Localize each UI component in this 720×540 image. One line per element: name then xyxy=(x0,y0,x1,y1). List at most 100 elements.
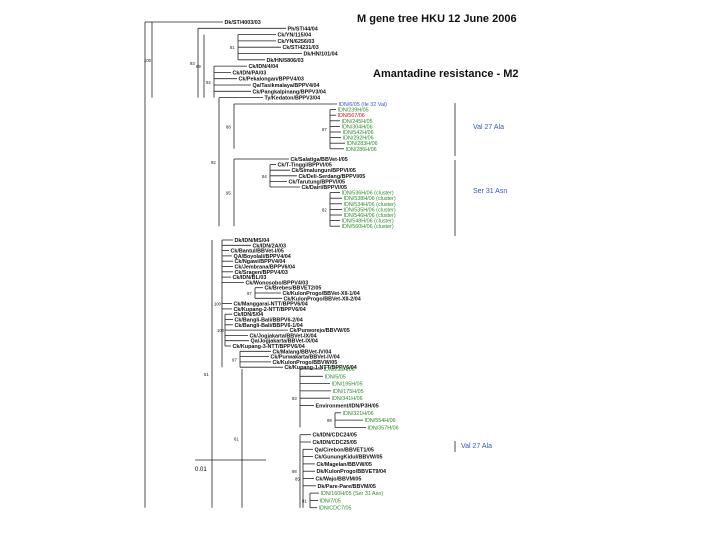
bootstrap-value: 92 xyxy=(211,160,216,165)
taxon-label: IDN/195H/05 xyxy=(332,382,363,388)
taxon-label: QA/Boyolali/BPPV4/04 xyxy=(234,254,291,260)
taxon-label: IDN/6/05 (Ile 32 Val) xyxy=(339,102,388,108)
taxon-label: Dk/Pare-Pare/BBVM/05 xyxy=(318,484,376,490)
taxon-label: Ck/KulonProgo/BBVet-XII-2/04 xyxy=(284,296,361,302)
taxon-label: Dk/HN/5806/03 xyxy=(267,58,304,64)
bootstrap-value: 88 xyxy=(226,124,231,129)
taxon-label: IDN/292H/06 xyxy=(343,136,374,142)
taxon-label: Ck/Wonosobo/BPPV4/03 xyxy=(246,280,309,286)
taxon-label: Ck/Sragen/BPPV4/03 xyxy=(235,270,288,276)
taxon-label: Ck/Bangli-Bali/BBPV6-2/04 xyxy=(235,318,303,324)
taxon-label: Environment/IDN/P3H/05 xyxy=(316,404,379,410)
taxon-label: Dk/HN/101/04 xyxy=(304,52,338,58)
bootstrap-value: 93 xyxy=(190,61,195,66)
taxon-label: Ck/Purworejo/BBVW/05 xyxy=(290,328,350,334)
taxon-label: IDN/341H/06 xyxy=(332,396,363,402)
taxon-label: Ck/ST/4231/03 xyxy=(283,45,319,51)
taxon-label: Ck/Pekalongan/BPPV4/03 xyxy=(239,77,304,83)
taxon-label: IDN/286H/06 xyxy=(346,147,377,153)
bootstrap-value: 83 xyxy=(292,396,297,401)
taxon-label: Ck/IDN/2A/03 xyxy=(253,243,287,249)
taxon-label: Ck/IDN/4/04 xyxy=(249,64,279,70)
taxon-label: Ck/Jembrana/BPPV6/04 xyxy=(235,265,296,271)
taxon-label: IDN/534H/06 (cluster) xyxy=(344,202,396,208)
taxon-label: Ck/YN/115/04 xyxy=(278,33,312,39)
taxon-label: Ck/Brebes/BBVET2/05 xyxy=(265,286,322,292)
taxon-label: IDN/245H/05 xyxy=(342,119,373,125)
taxon-label: IDN/567/06 xyxy=(338,113,365,119)
bootstrap-value: 98 xyxy=(292,469,297,474)
taxon-label: Ck/Salatiga/BBVet-I/05 xyxy=(291,157,348,163)
taxon-label: Dk/KulonProgo/BBVET9/04 xyxy=(317,469,387,475)
taxon-label: IDN/5/05 xyxy=(325,374,346,380)
taxon-label: Ck/IDN/BL/03 xyxy=(233,275,267,281)
taxon-label: Ck/Deli-Serdang/BPPVI/05 xyxy=(299,174,366,180)
bootstrap-value: 100 xyxy=(214,302,222,307)
taxon-label: Ck/GunungKidul/BBVW/05 xyxy=(315,455,383,461)
bootstrap-value: 85 xyxy=(295,477,300,482)
taxon-label: Ck/IDN/CDC24/05 xyxy=(313,433,357,439)
taxon-label: Ck/Kupang-2-NTT/BPPV6/04 xyxy=(234,307,306,313)
bootstrap-value: 89 xyxy=(196,64,201,69)
figure-subtitle: Amantadine resistance - M2 xyxy=(373,68,519,80)
figure-title: M gene tree HKU 12 June 2006 xyxy=(357,13,517,25)
taxon-label: IDN/554H/06 xyxy=(365,418,396,424)
bootstrap-value: 97 xyxy=(322,127,327,132)
taxon-label: Ck/IDN/CDC25/05 xyxy=(313,440,357,446)
taxon-label: Ck/IDN/5/04 xyxy=(234,312,264,318)
bootstrap-value: 97 xyxy=(247,291,252,296)
taxon-label: Ck/Dairi/BPPVI/05 xyxy=(302,185,348,191)
taxon-label: Ck/Tarutung/BPPVI/05 xyxy=(289,179,346,185)
taxon-label: Ck/Malang/BBVet-IV/04 xyxy=(273,349,332,355)
taxon-label: Ph/ST/44/04 xyxy=(288,26,318,32)
annotation-val27-top: Val 27 Ala xyxy=(473,124,505,131)
taxon-label: Ck/KulonProgo/BBVW/05 xyxy=(273,360,338,366)
taxon-label: Ck/Jogjakarta/BBVet-IX/04 xyxy=(250,333,317,339)
bootstrap-value: 61 xyxy=(234,436,239,441)
taxon-label: Ck/Purwakarta/BBVet-IV/04 xyxy=(271,355,340,361)
taxon-label: Dk/IDN/MS/04 xyxy=(235,238,270,244)
taxon-label: Ck/Ngawi/BPPV4/04 xyxy=(235,259,286,265)
bootstrap-value: 81 xyxy=(302,498,307,503)
taxon-label: Dk/ST/4003/03 xyxy=(225,20,261,26)
taxon-label: IDN/239H/05 xyxy=(338,108,369,114)
annotation-val27-bottom: Val 27 Ala xyxy=(461,443,493,450)
taxon-label: IDN/321H/06 xyxy=(343,411,374,417)
scale-bar-label: 0.01 xyxy=(195,467,207,473)
taxon-label: Ck/Kupang-1-NTT/BPPV6/04 xyxy=(285,365,357,371)
bootstrap-value: 99 xyxy=(327,418,332,423)
taxon-label: Ck/Magelan/BBVW/05 xyxy=(317,462,372,468)
taxon-label: IDN/304H/06 xyxy=(342,124,373,130)
taxon-label: Qa/Tasikmalaya/BPPV4/04 xyxy=(253,83,320,89)
taxon-label: IDN/536H/06 (cluster) xyxy=(342,191,394,197)
taxon-label: Ck/KulonProgo/BBVet-XII-1/04 xyxy=(283,291,360,297)
taxon-label: Ck/Pangkalpinang/BPPV3/04 xyxy=(253,89,326,95)
taxon-label: Ck/Manggarai-NTT/BPPV6/04 xyxy=(234,302,308,308)
taxon-label: IDN/160H/05 (Ser 31 Asn) xyxy=(321,491,384,497)
taxon-label: Ck/Kupang-3-NTT/BPPV6/04 xyxy=(233,344,305,350)
taxon-label: Ck/YN/6256/03 xyxy=(278,39,315,45)
taxon-label: Ck/IDN/PA/03 xyxy=(233,70,267,76)
taxon-label: IDN/538H/06 (cluster) xyxy=(344,196,396,202)
taxon-label: IDN/CDC7/05 xyxy=(319,506,352,512)
bootstrap-value: 82 xyxy=(322,207,327,212)
taxon-label: Ck/Bantul/BBVet-I/05 xyxy=(231,249,284,255)
taxon-label: IDN/175H/05 xyxy=(333,389,364,395)
taxon-label: IDN/560H/06 (cluster) xyxy=(342,224,394,230)
taxon-label: IDN/546H/06 (cluster) xyxy=(344,213,396,219)
annotation-ser31: Ser 31 Asn xyxy=(473,188,508,195)
bootstrap-value: 100 xyxy=(144,58,152,63)
taxon-label: IDN/283H/06 xyxy=(347,141,378,147)
taxon-label: Qa/Cirebon/BBVET1/05 xyxy=(315,447,374,453)
taxon-label: IDN/357H/06 xyxy=(368,425,399,431)
taxon-label: IDN/542H/06 xyxy=(343,130,374,136)
bootstrap-value: 81 xyxy=(230,45,235,50)
taxon-label: Ty/Kedaton/BPPV3/04 xyxy=(265,96,321,102)
taxon-label: IDN/298H/06 xyxy=(324,367,355,373)
taxon-label: Ck/Wajo/BBVM/05 xyxy=(316,477,362,483)
taxon-label: IDN/535H/06 (cluster) xyxy=(344,207,396,213)
taxon-label: Ck/Bangli-Bali/BBPV6-1/04 xyxy=(235,323,303,329)
bootstrap-value: 84 xyxy=(262,174,267,179)
